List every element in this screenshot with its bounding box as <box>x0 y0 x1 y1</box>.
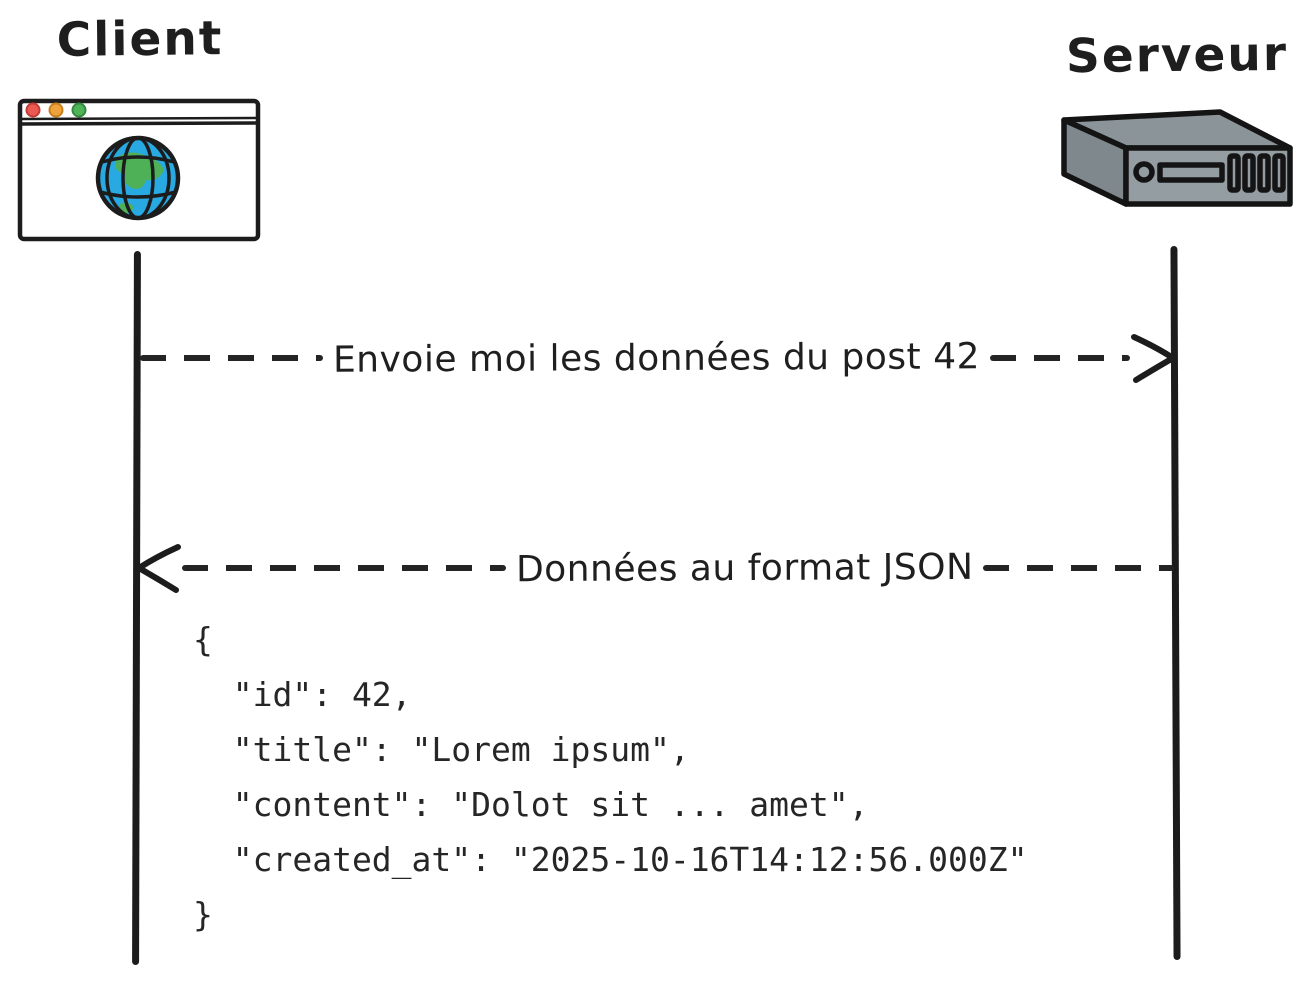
arrow-right-icon <box>1131 334 1176 383</box>
titlebar-line <box>17 116 261 121</box>
json-line: "title": "Lorem ipsum", <box>193 730 690 769</box>
browser-icon <box>16 96 262 248</box>
json-line: "id": 42, <box>193 675 412 714</box>
globe-icon <box>95 135 181 221</box>
message-response: Données au format JSON <box>136 538 1174 598</box>
client-title: Client <box>56 11 224 68</box>
json-payload: { "id": 42, "title": "Lorem ipsum", "con… <box>193 612 1027 942</box>
server-drive-slot <box>1157 162 1225 183</box>
server-title: Serveur <box>1065 26 1289 85</box>
dashed-line <box>989 355 1130 361</box>
server-vent-bar <box>1227 153 1241 193</box>
json-line: "created_at": "2025-10-16T14:12:56.000Z" <box>193 840 1028 879</box>
json-line: { <box>193 620 213 659</box>
rack-server-icon <box>1061 109 1293 207</box>
server-vent-bar <box>1242 153 1256 193</box>
server-power-button-icon <box>1133 161 1155 183</box>
server-icon <box>1054 108 1298 234</box>
message-request-label: Envoie moi les données du post 42 <box>332 335 980 381</box>
titlebar-line-2 <box>19 121 260 126</box>
dashed-line <box>983 565 1174 571</box>
message-response-label: Données au format JSON <box>515 546 974 590</box>
dashed-line <box>182 565 506 571</box>
window-control-red-icon <box>25 102 41 118</box>
dashed-line <box>140 355 323 361</box>
arrow-left-icon <box>136 544 181 593</box>
browser-globe-icon <box>17 98 261 242</box>
message-request: Envoie moi les données du post 42 <box>140 328 1176 388</box>
server-vent-bar <box>1272 153 1286 193</box>
json-line: } <box>193 895 213 934</box>
window-control-green-icon <box>71 102 87 118</box>
server-vent-bar <box>1257 153 1271 193</box>
window-control-amber-icon <box>48 102 64 118</box>
json-line: "content": "Dolot sit ... amet", <box>193 785 869 824</box>
